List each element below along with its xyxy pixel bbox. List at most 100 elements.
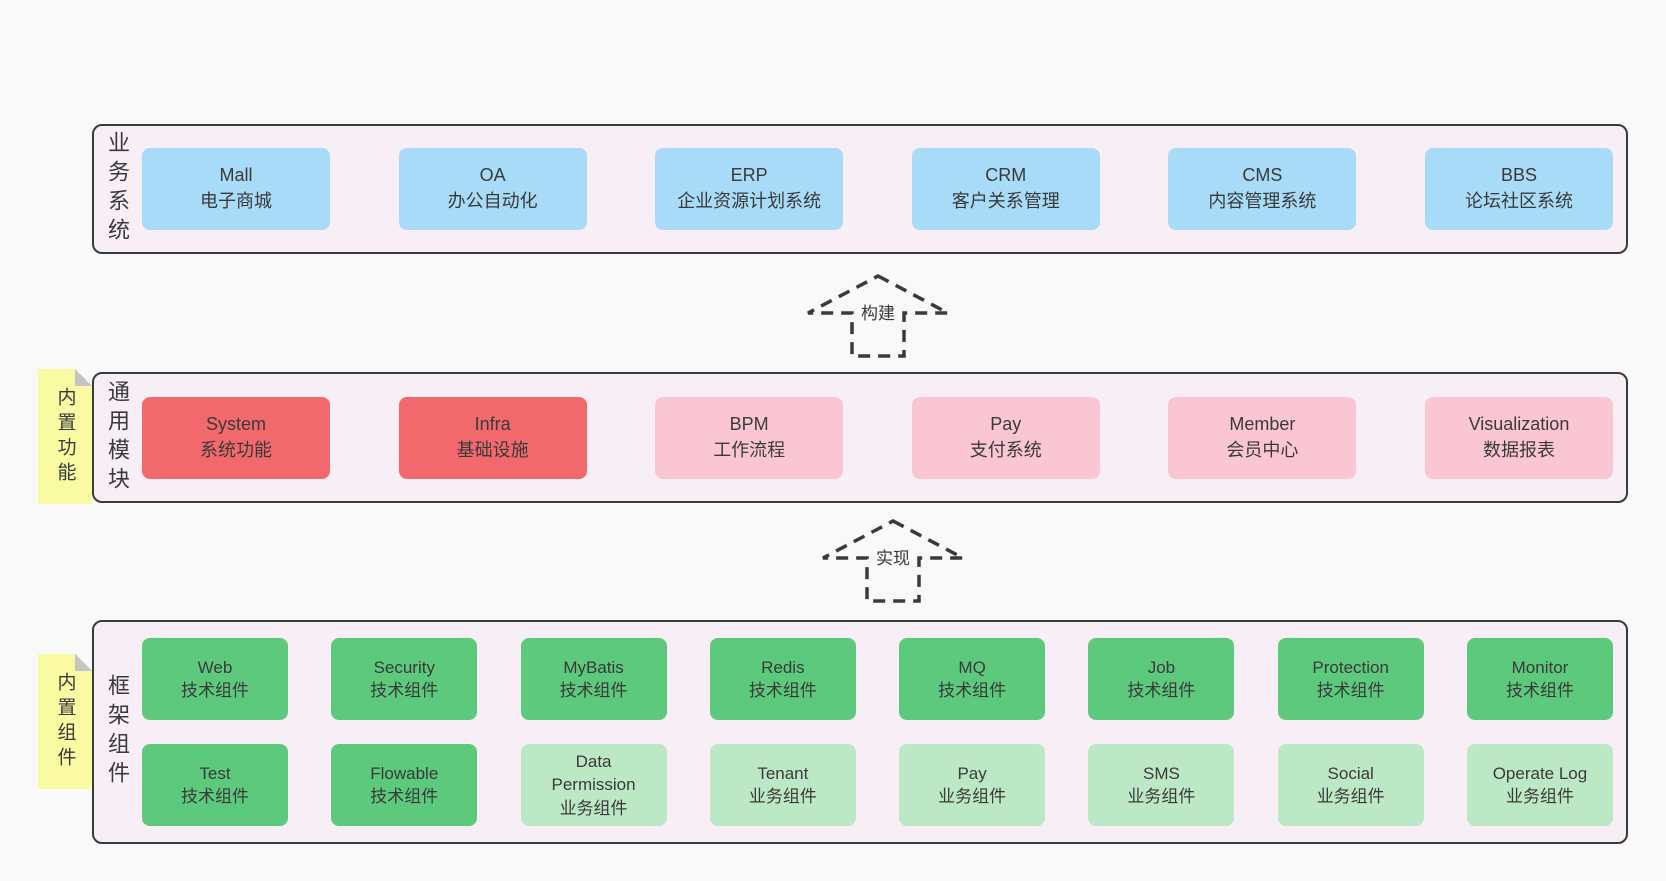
box-pay-component: Pay 业务组件: [899, 744, 1046, 826]
box-subtitle: 技术组件: [370, 787, 439, 806]
box-flowable: Flowable 技术组件: [331, 744, 478, 826]
box-title: Security: [373, 657, 435, 677]
business-box-row: Mall 电子商城 OA 办公自动化 ERP 企业资源计划系统 CRM 客户关系…: [128, 148, 1626, 230]
box-visualization: Visualization 数据报表: [1424, 396, 1613, 479]
box-title: Data Permission: [551, 751, 636, 795]
box-title: Member: [1229, 413, 1296, 434]
box-bbs: BBS 论坛社区系统: [1424, 148, 1613, 230]
box-tenant: Tenant 业务组件: [709, 744, 856, 826]
box-oa: OA 办公自动化: [398, 148, 587, 230]
box-subtitle: 支付系统: [969, 439, 1042, 460]
box-title: Tenant: [757, 763, 809, 783]
box-pay-module: Pay 支付系统: [911, 396, 1100, 479]
box-subtitle: 业务组件: [559, 798, 628, 818]
box-subtitle: 业务组件: [1316, 787, 1385, 806]
components-box-row-2: Test 技术组件 Flowable 技术组件 Data Permission …: [128, 744, 1626, 826]
box-title: BBS: [1500, 165, 1537, 186]
layer-label-business: 业务系统: [105, 131, 130, 247]
box-operate-log: Operate Log 业务组件: [1466, 744, 1613, 826]
components-box-row-1: Web 技术组件 Security 技术组件 MyBatis 技术组件 Redi…: [128, 638, 1626, 720]
box-title: Web: [197, 657, 233, 677]
box-security: Security 技术组件: [331, 638, 478, 720]
modules-box-row: System 系统功能 Infra 基础设施 BPM 工作流程 Pay 支付系统…: [128, 396, 1626, 479]
layer-business-systems: 业务系统 Mall 电子商城 OA 办公自动化 ERP 企业资源计划系统 CRM…: [92, 124, 1628, 254]
build-arrow: 构建: [803, 273, 953, 359]
box-title: OA: [479, 165, 506, 186]
box-title: CMS: [1242, 165, 1283, 186]
box-bpm: BPM 工作流程: [655, 396, 844, 479]
layer-framework-components: 框架组件 Web 技术组件 Security 技术组件 MyBatis 技术组件…: [92, 620, 1628, 844]
box-social: Social 业务组件: [1277, 744, 1424, 826]
box-subtitle: 内容管理系统: [1208, 191, 1317, 211]
box-job: Job 技术组件: [1088, 638, 1235, 720]
box-title: BPM: [729, 413, 769, 434]
sticky-tag-label: 内置功能: [54, 386, 76, 487]
box-title: Pay: [957, 763, 987, 783]
box-title: MyBatis: [563, 657, 624, 677]
box-title: Protection: [1312, 657, 1389, 677]
box-subtitle: 数据报表: [1482, 439, 1555, 460]
box-subtitle: 技术组件: [748, 681, 817, 700]
folded-corner-icon: [75, 369, 92, 386]
box-subtitle: 业务组件: [938, 787, 1007, 806]
box-title: MQ: [958, 657, 986, 677]
layer-common-modules: 通用模块 System 系统功能 Infra 基础设施 BPM 工作流程 Pay…: [92, 372, 1628, 503]
box-redis: Redis 技术组件: [709, 638, 856, 720]
box-subtitle: 论坛社区系统: [1464, 191, 1573, 211]
dashed-up-arrow-icon: [822, 519, 964, 603]
box-sms: SMS 业务组件: [1088, 744, 1235, 826]
box-title: Job: [1147, 657, 1176, 677]
box-title: Redis: [761, 657, 805, 677]
box-title: Visualization: [1468, 413, 1570, 434]
box-subtitle: 技术组件: [181, 681, 249, 700]
box-subtitle: 技术组件: [1127, 681, 1196, 700]
box-title: Monitor: [1511, 657, 1569, 677]
box-subtitle: 办公自动化: [447, 191, 538, 211]
box-title: Test: [199, 763, 231, 783]
box-web: Web 技术组件: [142, 638, 288, 720]
box-subtitle: 工作流程: [713, 439, 786, 460]
sticky-tag-built-in-features: 内置功能: [38, 369, 92, 504]
build-arrow-label: 构建: [858, 299, 898, 324]
components-box-rows: Web 技术组件 Security 技术组件 MyBatis 技术组件 Redi…: [128, 638, 1626, 826]
box-title: Mall: [219, 165, 253, 186]
box-title: Infra: [474, 413, 511, 434]
layer-label-modules: 通用模块: [105, 379, 130, 496]
box-subtitle: 技术组件: [1505, 681, 1574, 700]
box-title: Flowable: [370, 763, 439, 783]
box-title: ERP: [730, 165, 768, 186]
box-subtitle: 技术组件: [559, 681, 628, 700]
box-subtitle: 技术组件: [1316, 681, 1385, 700]
box-subtitle: 技术组件: [938, 681, 1007, 700]
implement-arrow-label: 实现: [873, 544, 913, 569]
box-title: Operate Log: [1492, 763, 1588, 783]
sticky-tag-built-in-components: 内置组件: [38, 654, 92, 789]
box-crm: CRM 客户关系管理: [911, 148, 1100, 230]
box-title: Pay: [990, 413, 1022, 434]
box-title: SMS: [1142, 763, 1180, 783]
box-protection: Protection 技术组件: [1277, 638, 1424, 720]
box-subtitle: 基础设施: [456, 439, 529, 460]
box-system: System 系统功能: [142, 396, 330, 479]
sticky-tag-label: 内置组件: [54, 671, 76, 772]
box-subtitle: 业务组件: [1127, 787, 1196, 806]
box-erp: ERP 企业资源计划系统: [655, 148, 844, 230]
box-mybatis: MyBatis 技术组件: [520, 638, 667, 720]
box-subtitle: 系统功能: [200, 439, 272, 460]
box-subtitle: 客户关系管理: [951, 191, 1060, 211]
box-monitor: Monitor 技术组件: [1466, 638, 1613, 720]
box-subtitle: 业务组件: [1505, 787, 1574, 806]
box-subtitle: 企业资源计划系统: [677, 191, 822, 211]
box-subtitle: 技术组件: [181, 787, 249, 806]
box-subtitle: 电子商城: [200, 191, 272, 211]
box-title: System: [205, 413, 266, 434]
dashed-up-arrow-icon: [807, 274, 949, 358]
box-subtitle: 会员中心: [1226, 439, 1299, 460]
box-mall: Mall 电子商城: [142, 148, 330, 230]
box-cms: CMS 内容管理系统: [1168, 148, 1357, 230]
box-subtitle: 技术组件: [370, 681, 439, 700]
box-title: CRM: [985, 165, 1027, 186]
box-infra: Infra 基础设施: [398, 396, 587, 479]
implement-arrow: 实现: [818, 518, 968, 604]
